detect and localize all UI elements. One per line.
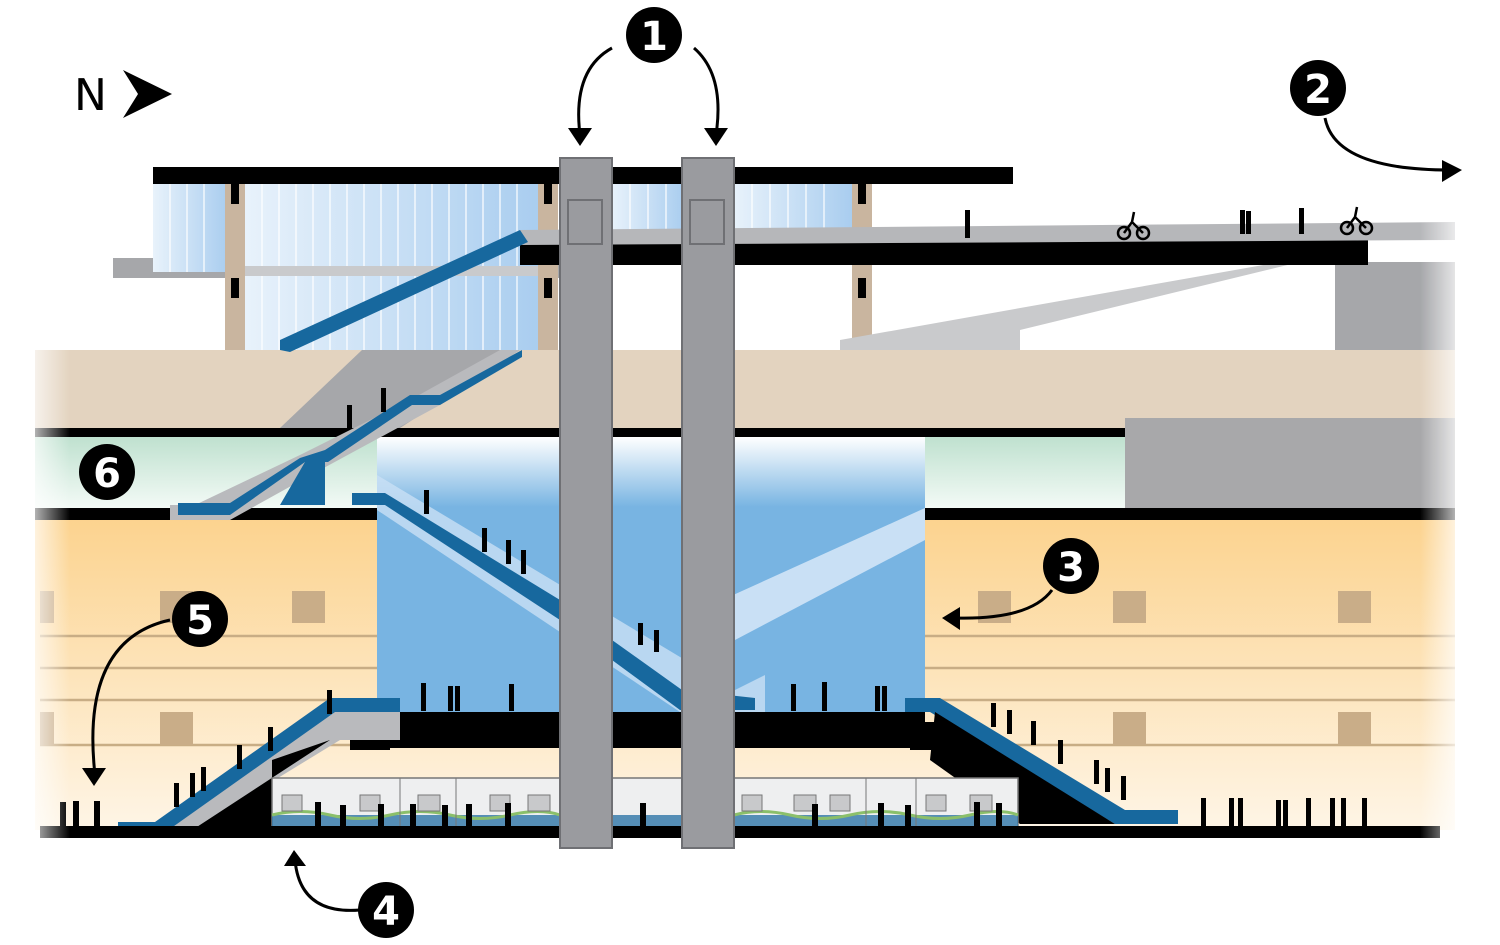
- bicycle-icon: [1116, 206, 1374, 241]
- slab: [35, 428, 1455, 437]
- pedestrian-bicycle-bridge: [520, 206, 1455, 352]
- glass-facade: [734, 184, 852, 230]
- callout-badge-3: 3: [1043, 538, 1099, 594]
- light-beam: [700, 508, 925, 640]
- callout-arrow: [1323, 117, 1451, 172]
- escalator-north-platform: [905, 698, 1178, 824]
- arrow-right-icon: [123, 70, 172, 118]
- callout-number: 5: [186, 598, 214, 644]
- elevator-shaft: [559, 157, 613, 849]
- column-bracket: [231, 184, 239, 204]
- glass-facade: [153, 184, 228, 272]
- building-column: [225, 184, 245, 351]
- escalator-south-platform: [118, 698, 400, 836]
- edge-fade: [1420, 220, 1470, 850]
- elevator-shafts: [559, 157, 735, 849]
- callout-arrow: [693, 46, 720, 136]
- wall-panels: [40, 591, 1371, 745]
- column-bracket: [544, 184, 552, 204]
- escalator-truss: [170, 350, 520, 520]
- escalator-to-building: [280, 230, 528, 352]
- track-level-floor: [40, 826, 1440, 838]
- building-column: [538, 184, 558, 351]
- callout-arrows: [91, 46, 1451, 912]
- floor-slab: [245, 266, 540, 276]
- stair-opening: [280, 350, 520, 428]
- bridge-pedestrians: [965, 208, 1304, 238]
- train-windows: [281, 794, 993, 812]
- column-bracket: [858, 278, 866, 298]
- callout-arrow: [954, 589, 1054, 620]
- north-indicator: N: [74, 70, 172, 121]
- train-car-joints: [399, 778, 917, 828]
- elevator-shaft: [681, 157, 735, 849]
- callout-number: 4: [372, 889, 400, 935]
- column-bracket: [231, 278, 239, 298]
- atrium-skylight: [377, 437, 925, 507]
- bridge-ramp: [840, 262, 1300, 350]
- callout-badge-1: 1: [626, 7, 682, 63]
- callout-badge-2: 2: [1290, 60, 1346, 116]
- mezzanine: [377, 712, 925, 748]
- callout-number: 6: [93, 451, 121, 497]
- arrowheads: [82, 128, 1462, 866]
- edge-fade: [20, 340, 70, 850]
- escalators: [118, 230, 1178, 838]
- callout-arrow: [91, 618, 171, 776]
- elevator-door: [689, 199, 725, 245]
- callout-badge-6: 6: [79, 444, 135, 500]
- north-label: N: [74, 70, 107, 121]
- utility-block: [1125, 418, 1455, 508]
- callout-badge-5: 5: [172, 591, 228, 647]
- building-column: [852, 184, 872, 351]
- callout-number: 3: [1057, 545, 1085, 591]
- callout-badge-4: 4: [358, 882, 414, 938]
- callout-number: 2: [1304, 67, 1332, 113]
- callout-arrow: [293, 859, 361, 912]
- upper-station-building: [113, 167, 1013, 351]
- ground-level: [35, 350, 1455, 430]
- escalator-underside: [930, 712, 1115, 824]
- escalator-underside: [180, 740, 330, 838]
- bridge-deck: [520, 222, 1455, 245]
- callout-arrow: [577, 46, 613, 136]
- callout-number: 1: [640, 14, 668, 60]
- column-bracket: [858, 184, 866, 204]
- escalator-support: [280, 462, 325, 505]
- elevator-door: [567, 199, 603, 245]
- column-bracket: [544, 278, 552, 298]
- people-silhouettes: [60, 388, 1367, 828]
